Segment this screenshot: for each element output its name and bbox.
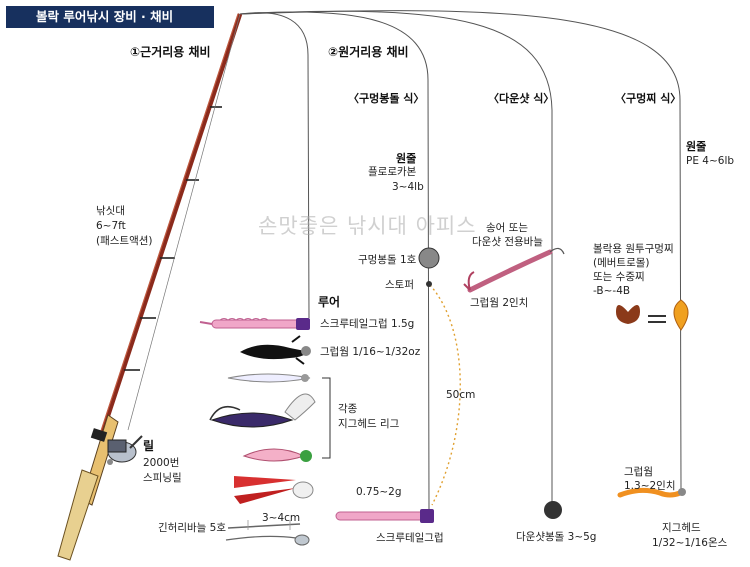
watermark: 손맛좋은 낚시대 아피스 bbox=[258, 214, 477, 238]
float-mainline: 원줄 bbox=[396, 152, 417, 165]
reel-type: 스피닝릴 bbox=[143, 472, 182, 484]
line-bobber bbox=[239, 10, 682, 491]
dropshot-hook-1: 송어 또는 bbox=[486, 222, 528, 234]
lure-jighead-1: 각종 bbox=[338, 403, 358, 415]
pink-grub bbox=[242, 448, 312, 462]
float-stopper: 스토퍼 bbox=[385, 279, 414, 291]
rod bbox=[57, 13, 243, 561]
bobber-mainline: 원줄 bbox=[686, 140, 707, 153]
bobber-mainline-spec: PE 4~6lb bbox=[686, 155, 735, 167]
bobber-float-3: 또는 수중찌 bbox=[593, 271, 645, 283]
screwtail-grub bbox=[199, 318, 310, 330]
lure-grub: 그럽웜 1/16~1/32oz bbox=[320, 346, 421, 358]
dropshot-hook-2: 다운샷 전용바늘 bbox=[472, 236, 543, 248]
section-near: ①근거리용 채비 bbox=[130, 45, 211, 59]
rod-label: 낚싯대 bbox=[96, 205, 125, 217]
line-near bbox=[239, 12, 310, 319]
dropshot-worm: 그럽웜 2인치 bbox=[470, 297, 529, 309]
float-mainline-weight: 3~4lb bbox=[392, 181, 424, 193]
lure-hook-distance: 3~4cm bbox=[262, 512, 301, 524]
float-jig-weight: 0.75~2g bbox=[356, 486, 402, 498]
bobber-worm-2: 1.3~2인치 bbox=[624, 480, 676, 492]
bobber-float-4: -B~-4B bbox=[593, 285, 631, 297]
bobber-rig bbox=[616, 299, 689, 498]
method-dropshot: 〈다운샷 식〉 bbox=[488, 92, 555, 105]
section-far: ②원거리용 채비 bbox=[328, 45, 409, 59]
float-mainline-material: 플로로카본 bbox=[368, 166, 417, 178]
method-bobber: 〈구멍찌 식〉 bbox=[615, 92, 682, 105]
reel-label: 릴 bbox=[143, 439, 155, 453]
hole-sinker bbox=[418, 247, 440, 269]
float-lure: 스크루테일그럽 bbox=[376, 532, 444, 544]
bobber-float-2: (메버트로몰) bbox=[593, 257, 650, 269]
bobber-jighead-1: 지그헤드 bbox=[662, 522, 701, 534]
stopper bbox=[426, 281, 432, 287]
page-title: 볼락 루어낚시 장비 · 채비 bbox=[36, 9, 174, 24]
purple-jighead bbox=[209, 393, 316, 428]
float-distance: 50cm bbox=[446, 389, 476, 401]
dropshot-rig bbox=[463, 247, 565, 519]
rod-action: (패스트액션) bbox=[96, 235, 153, 247]
bracket bbox=[322, 377, 331, 459]
black-grub bbox=[240, 335, 311, 365]
red-feather-jig bbox=[234, 476, 314, 504]
float-sinker: 구멍봉돌 1호 bbox=[358, 254, 417, 266]
bobber-float-1: 볼락용 원투구멍찌 bbox=[593, 243, 674, 255]
bobber-worm-1: 그럽웜 bbox=[624, 466, 653, 478]
lure-screwtail: 스크루테일그럽 1.5g bbox=[320, 318, 415, 330]
reel bbox=[107, 435, 143, 465]
leader-dotted bbox=[429, 284, 461, 506]
bobber-jighead-2: 1/32~1/16온스 bbox=[652, 537, 728, 549]
long-hook-rig bbox=[225, 520, 310, 546]
method-float: 〈구멍봉돌 식〉 bbox=[348, 92, 425, 105]
rod-length: 6~7ft bbox=[96, 220, 126, 232]
reel-size: 2000번 bbox=[143, 457, 180, 469]
title-bar: 볼락 루어낚시 장비 · 채비 bbox=[6, 6, 214, 28]
lure-header: 루어 bbox=[318, 295, 341, 309]
lure-hook: 긴허리바늘 5호 bbox=[158, 522, 226, 534]
dropshot-sinker-label: 다운샷봉돌 3~5g bbox=[516, 531, 597, 543]
dropshot-sinker bbox=[544, 501, 562, 519]
white-jighead bbox=[227, 373, 311, 383]
lure-jighead-2: 지그헤드 리그 bbox=[338, 418, 400, 430]
far-screwtail-grub bbox=[335, 509, 434, 523]
